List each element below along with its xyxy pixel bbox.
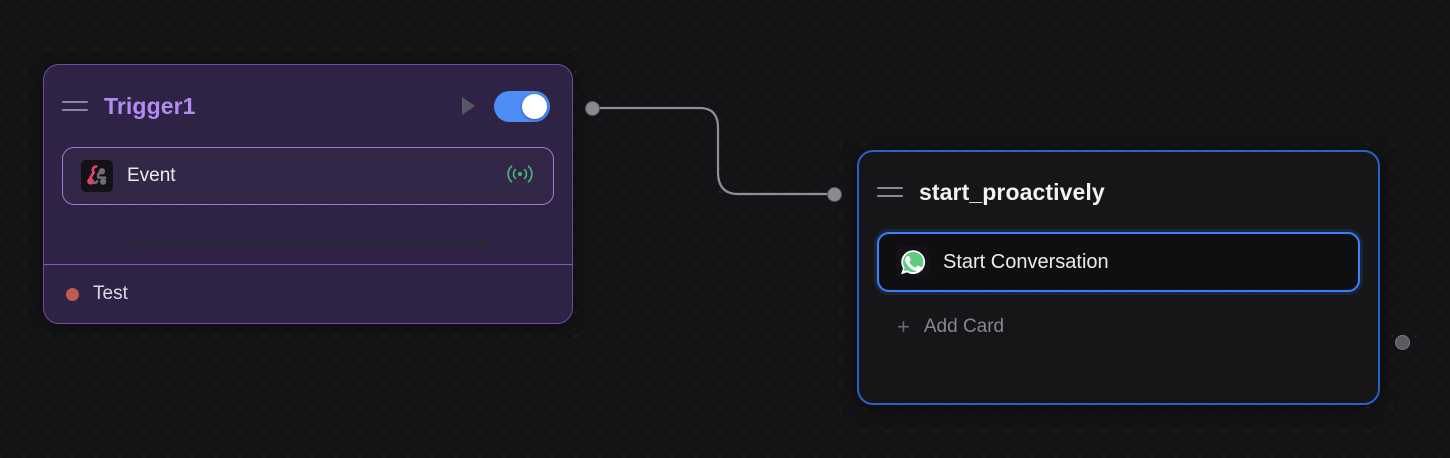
play-icon[interactable]: [458, 95, 478, 117]
node-trigger1-title: Trigger1: [104, 92, 196, 119]
broadcast-icon: [505, 163, 535, 190]
card-placeholder-line: [132, 242, 488, 244]
toggle-knob: [522, 93, 547, 119]
node-start-proactively-title: start_proactively: [919, 178, 1105, 205]
node-start-proactively-header[interactable]: start_proactively: [859, 152, 1378, 232]
plus-icon: +: [897, 314, 910, 339]
status-label: Test: [93, 283, 128, 304]
node-start-proactively-body: Start Conversation + Add Card: [859, 232, 1378, 403]
add-card-button[interactable]: + Add Card: [877, 302, 1360, 352]
edge-trigger1-to-start_proactively: [594, 106, 832, 196]
drag-handle-icon[interactable]: [62, 98, 88, 114]
enable-toggle[interactable]: [494, 90, 550, 122]
card-event[interactable]: Event: [62, 147, 554, 205]
port-trigger1-output[interactable]: [585, 101, 600, 116]
node-trigger1[interactable]: Trigger1: [43, 64, 573, 324]
node-trigger1-footer[interactable]: Test: [44, 265, 572, 323]
node-start-proactively[interactable]: start_proactively Start Conversation + A…: [857, 150, 1380, 405]
drag-handle-icon[interactable]: [877, 184, 903, 200]
node-trigger1-header[interactable]: Trigger1: [44, 65, 572, 147]
webhook-icon: [81, 160, 113, 192]
card-start-conversation-label: Start Conversation: [943, 250, 1109, 273]
whatsapp-icon: [897, 246, 929, 278]
port-start-proactively-input[interactable]: [827, 187, 842, 202]
status-dot: [66, 287, 79, 301]
card-event-label: Event: [127, 165, 176, 186]
node-trigger1-body: Event: [44, 147, 572, 264]
node-divider: [44, 264, 572, 265]
port-start-proactively-output[interactable]: [1395, 335, 1410, 350]
card-start-conversation[interactable]: Start Conversation: [877, 232, 1360, 292]
add-card-label: Add Card: [923, 316, 1005, 337]
